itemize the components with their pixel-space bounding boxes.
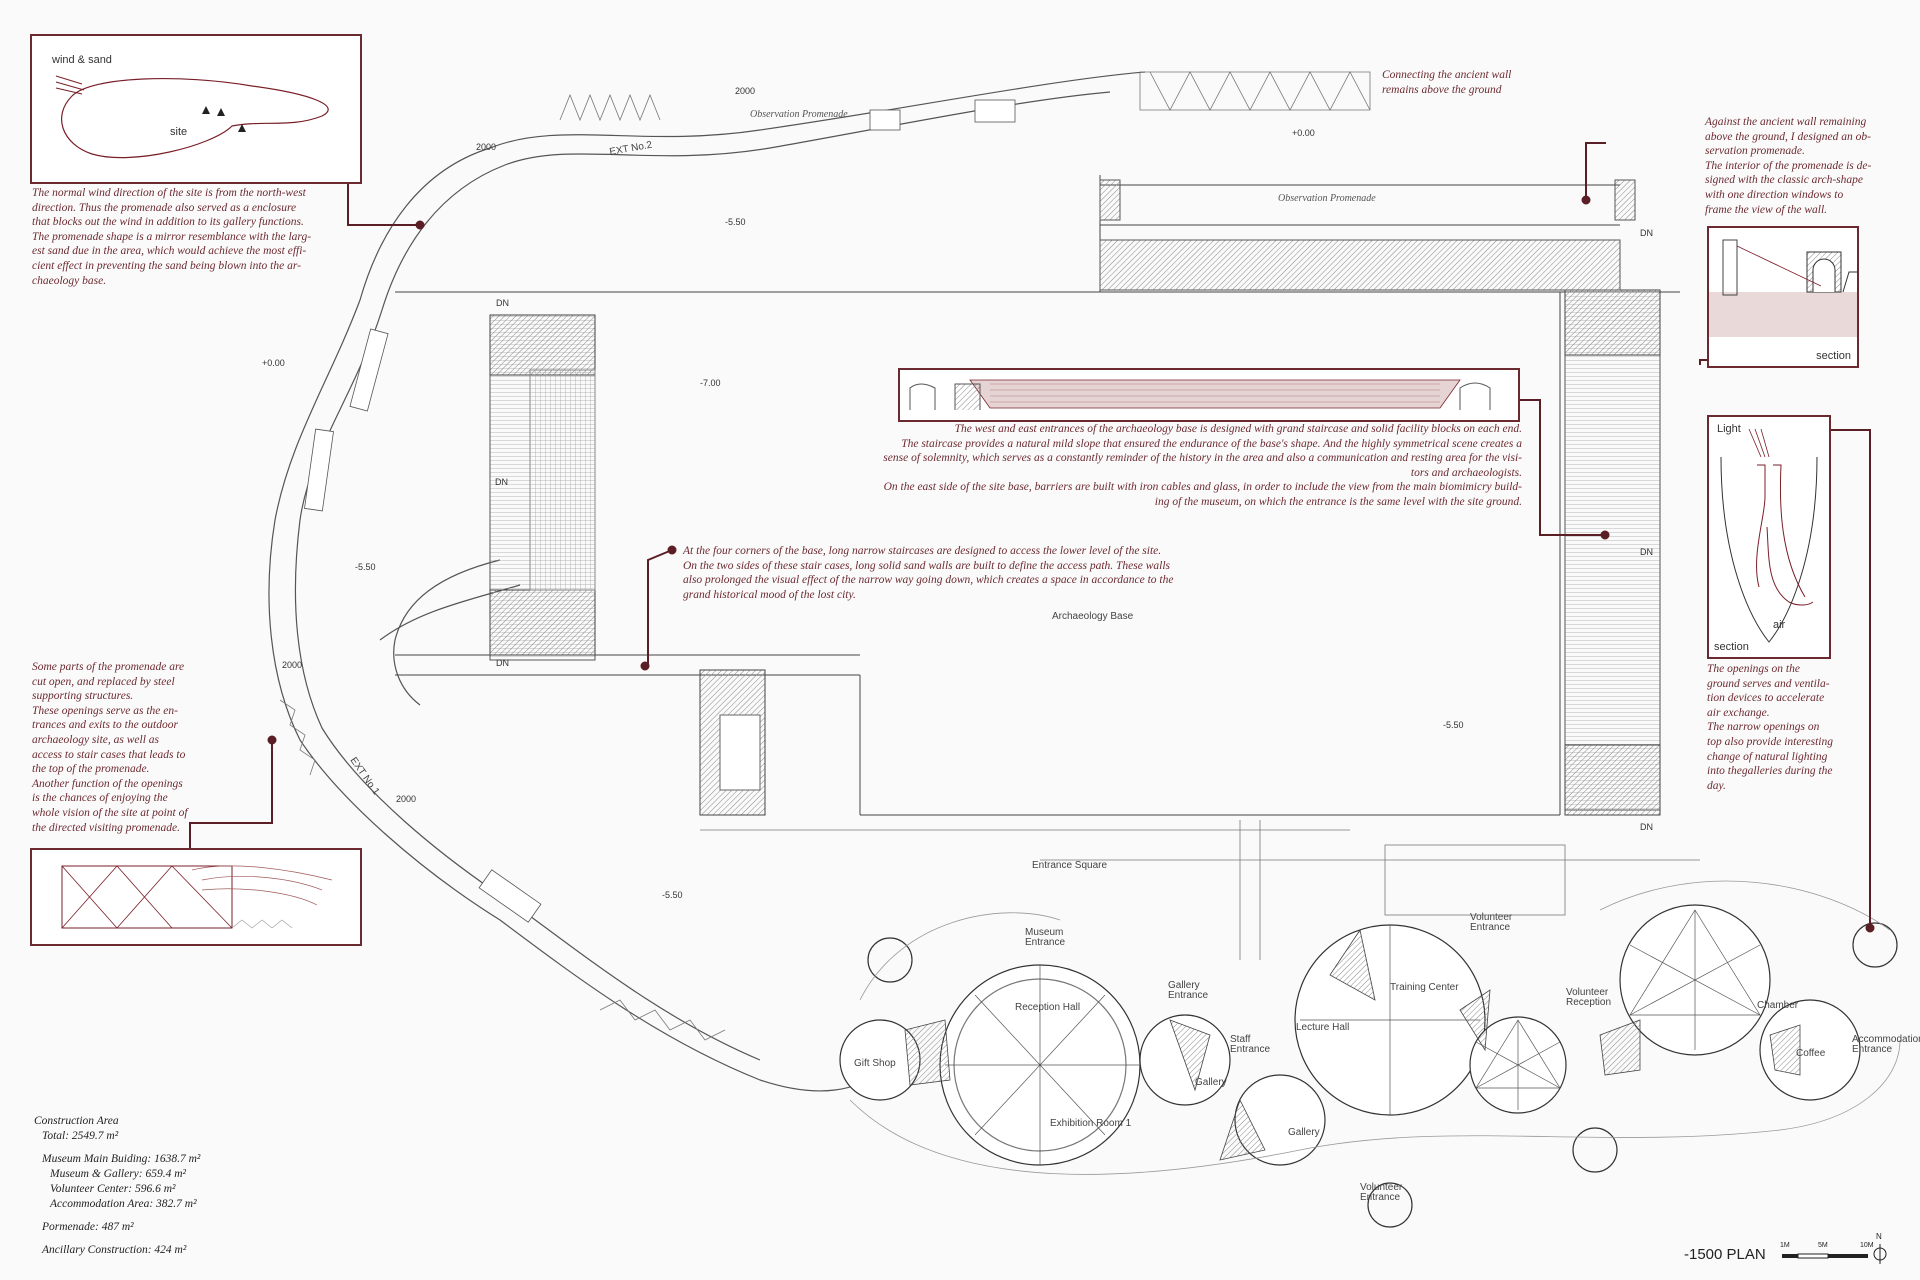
label-accommodation-entrance: Accommodation bbox=[1852, 1034, 1920, 1045]
entrance-square-lines bbox=[700, 820, 1700, 960]
label-museum-entrance-2: Entrance bbox=[1025, 937, 1065, 948]
dn-label: DN bbox=[1640, 228, 1653, 238]
construction-area-summary: Construction Area Total: 2549.7 m² Museu… bbox=[34, 1114, 200, 1258]
scale-label-10m: 10M bbox=[1860, 1242, 1874, 1249]
air-label: air bbox=[1773, 619, 1786, 631]
label-gallery-entrance: Gallery bbox=[1168, 980, 1200, 991]
light-section-label: section bbox=[1714, 641, 1749, 653]
note-staircase: The west and east entrances of the archa… bbox=[883, 423, 1522, 508]
promenade-truss bbox=[279, 71, 1371, 1041]
vault-section-inset: section bbox=[1707, 226, 1859, 368]
note-ancient-wall: Connecting the ancient wall remains abov… bbox=[1382, 69, 1512, 96]
dn-label: DN bbox=[496, 658, 509, 668]
area-total: Total: 2549.7 m² bbox=[42, 1130, 119, 1142]
dimension-label: 2000 bbox=[282, 660, 302, 670]
dn-label: DN bbox=[1640, 547, 1653, 557]
area-promenade: Pormenade: 487 m² bbox=[42, 1221, 134, 1233]
dimension-label: 2000 bbox=[735, 86, 755, 96]
label-staff-entrance: Staff bbox=[1230, 1034, 1251, 1045]
scale-label-1m: 1M bbox=[1780, 1242, 1790, 1249]
area-volunteer: Volunteer Center: 596.6 m² bbox=[50, 1183, 176, 1195]
label-gallery-1: Gallery bbox=[1195, 1077, 1227, 1088]
plan-title: -1500 PLAN bbox=[1684, 1246, 1766, 1263]
level-marker: -5.50 bbox=[355, 562, 376, 572]
level-marker: -5.50 bbox=[725, 217, 746, 227]
north-wall bbox=[1099, 179, 1636, 291]
label-museum-entrance: Museum bbox=[1025, 927, 1063, 938]
dn-label: DN bbox=[496, 298, 509, 308]
pavilion-grids bbox=[945, 909, 1761, 1165]
staircase-section-inset bbox=[898, 368, 1520, 422]
scale-bar: 1M 5M 10M N bbox=[1780, 1232, 1890, 1275]
building-hatches bbox=[904, 928, 1801, 1161]
label-volunteer-entrance-top-2: Entrance bbox=[1470, 922, 1510, 933]
label-volunteer-reception-2: Reception bbox=[1566, 997, 1611, 1008]
label-staff-entrance-2: Entrance bbox=[1230, 1044, 1270, 1055]
label-coffee: Coffee bbox=[1796, 1048, 1826, 1059]
chamber-circle bbox=[1759, 999, 1861, 1101]
dimension-label: 2000 bbox=[476, 142, 496, 152]
truss-section-drawing bbox=[61, 865, 333, 929]
area-gallery: Museum & Gallery: 659.4 m² bbox=[50, 1168, 186, 1180]
area-heading: Construction Area bbox=[34, 1115, 119, 1127]
light-label: Light bbox=[1717, 423, 1741, 435]
dn-label: DN bbox=[1640, 822, 1653, 832]
note-promenade-right: Against the ancient wall remaining above… bbox=[1705, 116, 1872, 216]
label-volunteer-entrance-top: Volunteer bbox=[1470, 912, 1513, 923]
label-accommodation-entrance-2: Entrance bbox=[1852, 1044, 1892, 1055]
site-curves bbox=[849, 880, 1901, 1175]
site-label: site bbox=[170, 126, 188, 138]
label-exhibition-room: Exhibition Room 1 bbox=[1050, 1118, 1132, 1129]
staircase-section-drawing bbox=[909, 379, 1491, 410]
label-chamber: Chamber bbox=[1757, 1000, 1799, 1011]
light-section-inset: Light air section bbox=[1707, 415, 1831, 659]
promenade-rooms bbox=[304, 99, 1016, 923]
wind-sand-inset: wind & sand site bbox=[30, 34, 362, 184]
area-main: Museum Main Buiding: 1638.7 m² bbox=[42, 1153, 201, 1165]
label-gallery-2: Gallery bbox=[1288, 1127, 1320, 1138]
label-volunteer-entrance-bottom: Volunteer bbox=[1360, 1182, 1403, 1193]
vault-section-drawing bbox=[1709, 239, 1857, 337]
label-archaeology-base: Archaeology Base bbox=[1052, 611, 1134, 622]
label-reception-hall: Reception Hall bbox=[1015, 1002, 1080, 1013]
level-marker: +0.00 bbox=[262, 358, 285, 368]
label-training-center: Training Center bbox=[1390, 982, 1459, 993]
level-marker: -5.50 bbox=[662, 890, 683, 900]
label-volunteer-reception: Volunteer bbox=[1566, 987, 1609, 998]
label-observation-promenade-top: Observation Promenade bbox=[750, 109, 848, 120]
dimension-label: 2000 bbox=[396, 794, 416, 804]
area-ancillary: Ancillary Construction: 424 m² bbox=[42, 1244, 187, 1256]
label-lecture-hall: Lecture Hall bbox=[1296, 1022, 1349, 1033]
truss-section-inset bbox=[30, 848, 362, 946]
wind-sand-title: wind & sand bbox=[52, 54, 112, 66]
label-volunteer-entrance-bottom-2: Entrance bbox=[1360, 1192, 1400, 1203]
level-marker: -7.00 bbox=[700, 378, 721, 388]
level-marker: +0.00 bbox=[1292, 128, 1315, 138]
plan-labels: Observation Promenade Observation Promen… bbox=[262, 86, 1920, 1203]
area-accommodation: Accommodation Area: 382.7 m² bbox=[50, 1198, 197, 1210]
east-staircase bbox=[1564, 289, 1661, 816]
west-staircase bbox=[489, 314, 596, 661]
note-openings-left: Some parts of the promenade are cut open… bbox=[32, 661, 188, 834]
wind-diagram bbox=[55, 75, 329, 159]
note-corners: At the four corners of the base, long na… bbox=[683, 545, 1174, 601]
level-marker: -5.50 bbox=[1443, 720, 1464, 730]
note-wind: The normal wind direction of the site is… bbox=[32, 187, 312, 287]
label-observation-promenade-right: Observation Promenade bbox=[1278, 193, 1376, 204]
label-gallery-entrance-2: Entrance bbox=[1168, 990, 1208, 1001]
south-block bbox=[699, 669, 766, 816]
vault-section-label: section bbox=[1816, 350, 1851, 362]
label-entrance-square: Entrance Square bbox=[1032, 860, 1107, 871]
label-exit-1: EXT No.1 bbox=[348, 755, 382, 797]
museum-buildings bbox=[839, 904, 1898, 1228]
scale-label-5m: 5M bbox=[1818, 1242, 1828, 1249]
light-section-drawing bbox=[1720, 428, 1818, 643]
dn-label: DN bbox=[495, 477, 508, 487]
label-gift-shop: Gift Shop bbox=[854, 1058, 896, 1069]
north-label: N bbox=[1876, 1232, 1882, 1241]
note-openings-right: The openings on the ground serves and ve… bbox=[1707, 663, 1833, 792]
